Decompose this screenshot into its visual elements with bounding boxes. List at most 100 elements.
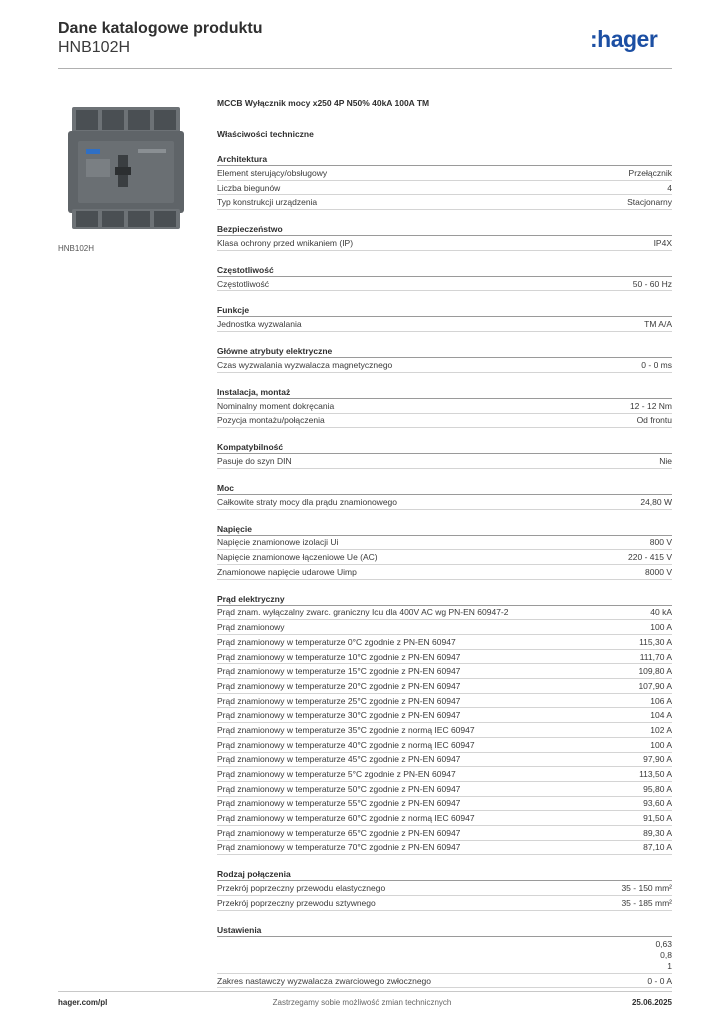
spec-value: 40 kA xyxy=(650,607,672,618)
spec-value: 91,50 A xyxy=(643,813,672,824)
spec-value: 0 - 0 ms xyxy=(641,359,672,370)
spec-name: Prąd znamionowy w temperaturze 60°C zgod… xyxy=(217,813,475,824)
spec-value: 107,90 A xyxy=(638,680,672,691)
spec-name: Nominalny moment dokręcania xyxy=(217,400,335,411)
spec-name: Typ konstrukcji urządzenia xyxy=(217,197,318,208)
section-heading: Ustawienia xyxy=(217,924,672,937)
spec-value: 93,60 A xyxy=(643,798,672,809)
spec-row: Prąd znamionowy w temperaturze 30°C zgod… xyxy=(217,708,672,724)
spec-value: 115,30 A xyxy=(639,636,672,647)
spec-row: Czas wyzwalania wyzwalacza magnetycznego… xyxy=(217,358,672,373)
spec-row: Prąd znamionowy w temperaturze 35°C zgod… xyxy=(217,723,672,738)
section-heading: Instalacja, montaż xyxy=(217,386,672,399)
spec-value: 87,10 A xyxy=(643,842,672,853)
spec-name: Czas wyzwalania wyzwalacza magnetycznego xyxy=(217,359,393,370)
section-heading: Funkcje xyxy=(217,304,672,318)
section-heading: Architektura xyxy=(217,153,672,166)
spec-name: Częstotliwość xyxy=(217,278,269,289)
spec-row: Prąd znamionowy w temperaturze 40°C zgod… xyxy=(217,738,672,753)
spec-name: Prąd znamionowy xyxy=(217,622,285,633)
spec-value: 95,80 A xyxy=(643,783,672,794)
spec-row: Nominalny moment dokręcania 12 - 12 Nm xyxy=(217,399,672,414)
spec-name: Klasa ochrony przed wnikaniem (IP) xyxy=(217,237,354,248)
page-title: Dane katalogowe produktu xyxy=(58,20,263,37)
spec-name: Prąd znamionowy w temperaturze 20°C zgod… xyxy=(217,680,461,691)
spec-name: Prąd znamionowy w temperaturze 10°C zgod… xyxy=(217,651,461,662)
spec-name: Jednostka wyzwalania xyxy=(217,319,302,330)
spec-row: Pozycja montażu/połączenia Od frontu xyxy=(217,414,672,429)
spec-value: 50 - 60 Hz xyxy=(632,278,672,289)
spec-row: Prąd znamionowy w temperaturze 55°C zgod… xyxy=(217,797,672,812)
spec-row: Prąd znamionowy w temperaturze 20°C zgod… xyxy=(217,679,672,694)
spec-value: 109,80 A xyxy=(638,666,672,677)
section-heading: Napięcie xyxy=(217,523,672,536)
footer-website: hager.com/pl xyxy=(58,998,108,1007)
spec-row: Przekrój poprzeczny przewodu elastyczneg… xyxy=(217,881,672,896)
spec-name: Przekrój poprzeczny przewodu elastyczneg… xyxy=(217,883,386,894)
section-heading: Prąd elektryczny xyxy=(217,593,672,606)
spec-value: 106 A xyxy=(650,695,672,706)
spec-name: Pozycja montażu/połączenia xyxy=(217,415,325,426)
spec-name: Prąd znamionowy w temperaturze 35°C zgod… xyxy=(217,724,475,735)
spec-name: Prąd znamionowy w temperaturze 25°C zgod… xyxy=(217,695,461,706)
spec-name: Przekrój poprzeczny przewodu sztywnego xyxy=(217,897,376,908)
spec-value: 4 xyxy=(667,182,672,193)
spec-name: Prąd znamionowy w temperaturze 0°C zgodn… xyxy=(217,636,456,647)
footer-divider xyxy=(58,991,672,992)
spec-row: Prąd znamionowy w temperaturze 0°C zgodn… xyxy=(217,635,672,650)
spec-value: Stacjonarny xyxy=(627,197,672,208)
spec-row: Zakres nastawczy wyzwalacza zwarciowego … xyxy=(217,974,672,989)
spec-value: 102 A xyxy=(650,724,672,735)
spec-value: 35 - 185 mm² xyxy=(621,897,672,908)
section-heading: Bezpieczeństwo xyxy=(217,223,672,237)
spec-value: 35 - 150 mm² xyxy=(621,883,672,894)
spec-row: Przekrój poprzeczny przewodu sztywnego 35… xyxy=(217,896,672,911)
spec-value: 89,30 A xyxy=(643,827,672,838)
spec-row: Prąd znamionowy w temperaturze 15°C zgod… xyxy=(217,664,672,680)
spec-name: Prąd znamionowy w temperaturze 15°C zgod… xyxy=(217,666,461,677)
spec-name: Prąd znamionowy w temperaturze 30°C zgod… xyxy=(217,710,461,721)
spec-value: 111,70 A xyxy=(639,651,672,662)
section-heading: Moc xyxy=(217,482,672,495)
product-code: HNB102H xyxy=(58,39,131,56)
spec-value: Od frontu xyxy=(636,415,672,426)
spec-value: Przełącznik xyxy=(628,167,672,178)
section-heading: Kompatybilność xyxy=(217,441,672,455)
spec-value: 100 A xyxy=(650,739,672,750)
spec-row: Prąd znamionowy w temperaturze 70°C zgod… xyxy=(217,841,672,856)
spec-name: Liczba biegunów xyxy=(217,182,281,193)
hager-logo: :hager xyxy=(590,26,658,52)
spec-value: IP4X xyxy=(653,237,672,248)
spec-name: Prąd znamionowy w temperaturze 40°C zgod… xyxy=(217,739,475,750)
product-specs: MCCB Wyłącznik mocy x250 4P N50% 40kA 10… xyxy=(217,97,672,989)
spec-value: 104 A xyxy=(650,710,672,721)
spec-value: 100 A xyxy=(650,622,672,633)
spec-row: Klasa ochrony przed wnikaniem (IP) IP4X xyxy=(217,236,672,251)
spec-name: Prąd znamionowy w temperaturze 70°C zgod… xyxy=(217,842,461,853)
spec-name: Prąd znam. wyłączalny zwarc. graniczny I… xyxy=(217,607,509,618)
footer-disclaimer: Zastrzegamy sobie możliwość zmian techni… xyxy=(272,998,452,1007)
spec-value: 113,50 A xyxy=(639,769,672,780)
spec-row: Napięcie znamionowe łączeniowe Ue (AC)22… xyxy=(217,550,672,565)
spec-row: Prąd znamionowy w temperaturze 5°C zgodn… xyxy=(217,767,672,782)
spec-row: Typ konstrukcji urządzenia Stacjonarny xyxy=(217,195,672,211)
spec-name: Prąd znamionowy w temperaturze 5°C zgodn… xyxy=(217,769,456,780)
spec-name: Napięcie znamionowe łączeniowe Ue (AC) xyxy=(217,552,378,563)
spec-value: 8000 V xyxy=(645,566,672,577)
image-caption: HNB102H xyxy=(58,244,95,253)
spec-name: Prąd znamionowy w temperaturze 50°C zgod… xyxy=(217,783,461,794)
spec-value: 12 - 12 Nm xyxy=(629,400,672,411)
